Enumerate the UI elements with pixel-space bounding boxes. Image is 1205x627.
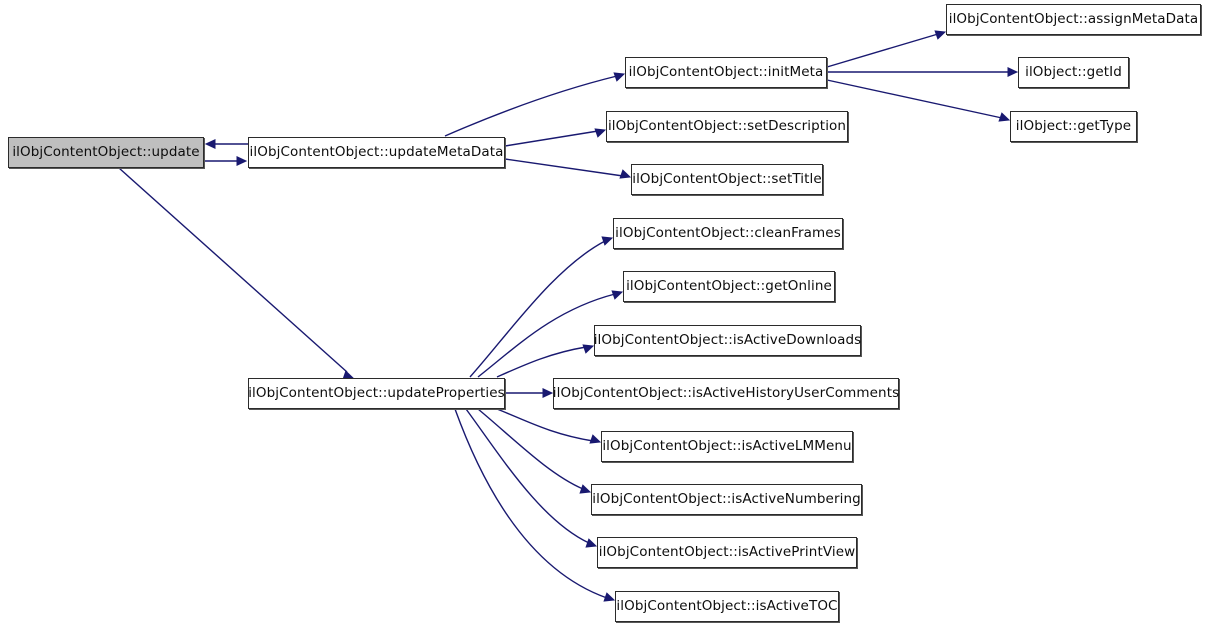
graph-edge-arrowhead — [603, 592, 616, 602]
graph-edge-updateProperties-to-isActivePrintView — [465, 408, 590, 544]
graph-node-label: ilObjContentObject::setTitle — [632, 170, 822, 187]
graph-edge-arrowhead — [579, 484, 592, 494]
graph-node-setDescription[interactable]: ilObjContentObject::setDescription — [606, 111, 848, 142]
graph-node-label: ilObjContentObject::isActiveNumbering — [592, 490, 861, 507]
graph-edge-arrowhead — [613, 72, 626, 82]
graph-edge-initMeta-to-assignMetaData — [826, 33, 939, 68]
graph-node-updateMetaData[interactable]: ilObjContentObject::updateMetaData — [248, 137, 505, 168]
graph-node-label: ilObject::getId — [1025, 63, 1122, 80]
graph-edge-updateProperties-to-isActiveDownloads — [496, 346, 587, 378]
graph-edge-update-to-updateProperties — [118, 167, 348, 373]
graph-edge-updateMetaData-to-setDescription — [504, 130, 599, 147]
graph-node-isActivePrintView[interactable]: ilObjContentObject::isActivePrintView — [597, 537, 857, 568]
graph-node-label: ilObjContentObject::updateProperties — [248, 384, 505, 401]
graph-node-label: ilObjContentObject::isActivePrintView — [598, 543, 856, 560]
graph-node-isActiveHistoryUserComments[interactable]: ilObjContentObject::isActiveHistoryUserC… — [553, 378, 899, 409]
graph-node-isActiveNumbering[interactable]: ilObjContentObject::isActiveNumbering — [591, 484, 862, 515]
graph-edge-arrowhead — [619, 169, 632, 179]
graph-node-cleanFrames[interactable]: ilObjContentObject::cleanFrames — [613, 218, 843, 249]
graph-edge-arrowhead — [934, 30, 947, 40]
graph-edge-updateProperties-to-isActiveLMMenu — [496, 408, 594, 442]
graph-node-setTitle[interactable]: ilObjContentObject::setTitle — [631, 164, 823, 195]
graph-edge-arrowhead — [611, 290, 624, 300]
graph-edge-updateMetaData-to-initMeta — [444, 75, 618, 137]
graph-node-isActiveDownloads[interactable]: ilObjContentObject::isActiveDownloads — [594, 325, 861, 356]
graph-edge-arrowhead — [594, 128, 607, 138]
graph-node-label: ilObject::getType — [1015, 117, 1132, 134]
graph-node-label: ilObjContentObject::isActiveDownloads — [593, 331, 862, 348]
graph-node-label: ilObjContentObject::isActiveHistoryUserC… — [552, 384, 900, 401]
graph-edge-arrowhead — [204, 139, 216, 149]
graph-edge-updateMetaData-to-setTitle — [504, 158, 624, 177]
graph-node-label: ilObjContentObject::assignMetaData — [948, 10, 1199, 27]
graph-edge-updateProperties-to-isActiveNumbering — [477, 408, 584, 490]
graph-edge-arrowhead — [998, 112, 1011, 122]
graph-edge-updateProperties-to-cleanFrames — [469, 240, 606, 378]
graph-node-isActiveLMMenu[interactable]: ilObjContentObject::isActiveLMMenu — [601, 431, 853, 462]
graph-edge-arrowhead — [236, 156, 248, 166]
graph-edge-updateProperties-to-isActiveTOC — [454, 408, 608, 599]
graph-edge-arrowhead — [589, 434, 602, 444]
graph-edge-arrowhead — [1007, 67, 1019, 77]
graph-node-label: ilObjContentObject::getOnline — [626, 277, 832, 294]
graph-edge-arrowhead — [601, 236, 614, 246]
graph-node-assignMetaData[interactable]: ilObjContentObject::assignMetaData — [946, 4, 1201, 35]
graph-node-label: ilObjContentObject::isActiveTOC — [616, 597, 838, 614]
graph-node-label: ilObjContentObject::cleanFrames — [615, 224, 841, 241]
graph-node-label: ilObjContentObject::initMeta — [628, 63, 824, 80]
graph-node-updateProperties[interactable]: ilObjContentObject::updateProperties — [248, 378, 505, 409]
graph-node-label: ilObjContentObject::isActiveLMMenu — [602, 437, 852, 454]
graph-edge-arrowhead — [585, 538, 598, 548]
graph-node-getId[interactable]: ilObject::getId — [1018, 57, 1129, 88]
graph-node-getOnline[interactable]: ilObjContentObject::getOnline — [623, 271, 835, 302]
graph-node-label: ilObjContentObject::updateMetaData — [249, 143, 504, 160]
graph-node-label: ilObjContentObject::setDescription — [607, 117, 847, 134]
graph-node-label: ilObjContentObject::update — [12, 143, 200, 160]
graph-node-isActiveTOC[interactable]: ilObjContentObject::isActiveTOC — [615, 591, 839, 622]
graph-node-getType[interactable]: ilObject::getType — [1010, 111, 1137, 142]
graph-node-initMeta[interactable]: ilObjContentObject::initMeta — [625, 57, 827, 88]
graph-node-update[interactable]: ilObjContentObject::update — [8, 137, 204, 168]
graph-edge-initMeta-to-getType — [826, 79, 1003, 119]
